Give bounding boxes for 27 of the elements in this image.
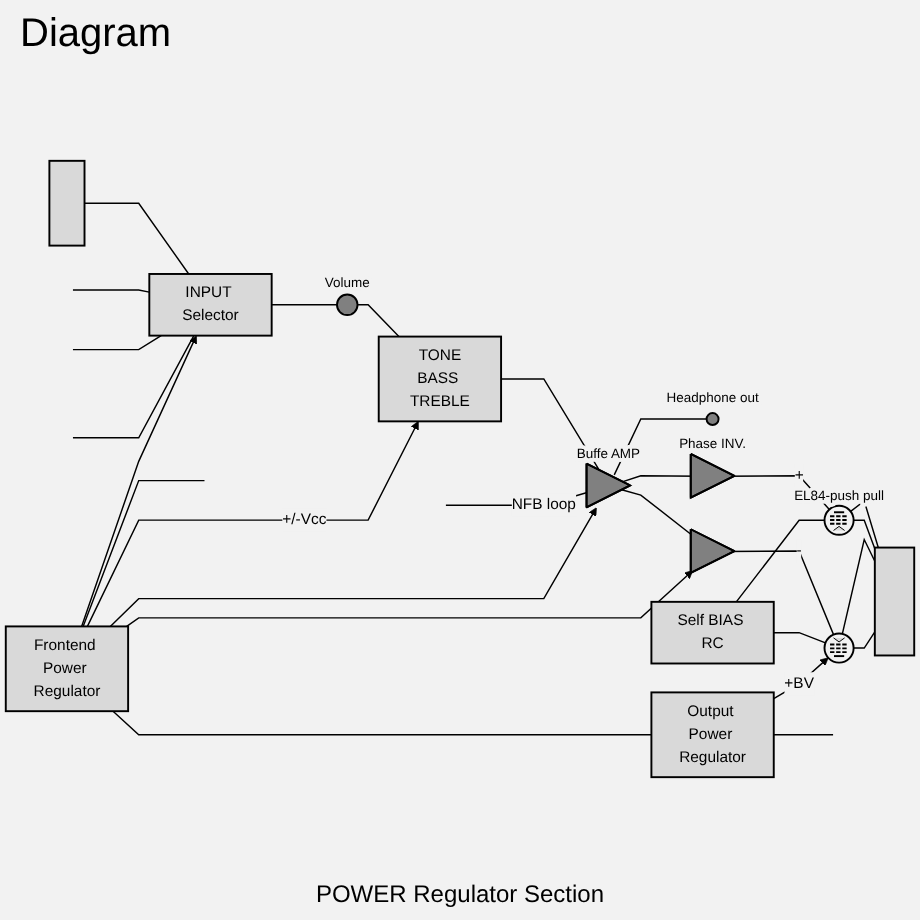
node-circle — [705, 412, 720, 426]
connector — [841, 537, 876, 635]
connector — [773, 631, 827, 644]
connector — [852, 631, 876, 649]
arrow — [86, 421, 419, 628]
connector — [270, 304, 338, 306]
connector — [83, 202, 190, 275]
connector — [72, 334, 162, 351]
diagram-title: Diagram — [18, 10, 174, 58]
node-picture — [823, 632, 855, 664]
section-label: POWER Regulator Section — [315, 880, 605, 908]
arrow — [109, 507, 597, 628]
connector — [112, 710, 653, 736]
node-picture — [823, 504, 855, 536]
connector — [773, 734, 834, 736]
connector — [356, 304, 400, 338]
arrow — [773, 657, 829, 700]
node-box — [48, 159, 86, 247]
connector — [852, 519, 876, 550]
node-circle — [336, 293, 359, 317]
node-box — [873, 546, 916, 657]
connector — [72, 289, 151, 293]
connector — [72, 334, 195, 439]
connector — [82, 479, 206, 628]
arrow — [80, 335, 198, 628]
connector — [735, 519, 826, 603]
arrow — [126, 570, 693, 628]
